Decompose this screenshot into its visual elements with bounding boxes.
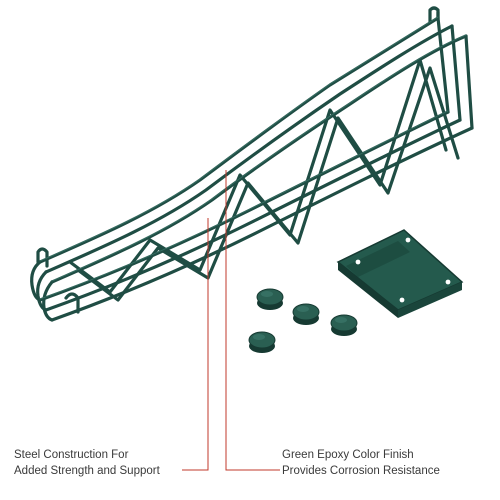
- callout-right-line1: Green Epoxy Color Finish: [282, 449, 414, 461]
- bracket-front-tab: [64, 292, 80, 314]
- bracket-top-rail-2: [44, 24, 454, 274]
- callout-right-line2: Provides Corrosion Resistance: [282, 465, 440, 477]
- bracket-bottom-rail-2: [44, 118, 462, 312]
- wire-bracket: [30, 6, 474, 322]
- end-cap-4: [330, 314, 358, 336]
- mounting-plate: [336, 229, 464, 318]
- bracket-back-loop: [428, 6, 440, 24]
- end-cap-1: [256, 288, 284, 310]
- callout-epoxy-finish: Green Epoxy Color Finish Provides Corros…: [282, 447, 440, 479]
- callout-left-line2: Added Strength and Support: [14, 465, 160, 477]
- end-cap-2: [292, 303, 320, 325]
- bracket-bottom-rail-3: [50, 126, 474, 322]
- leader-line-left: [182, 218, 209, 471]
- bracket-front-hook: [36, 247, 49, 268]
- end-caps: [248, 288, 358, 353]
- callout-left-line1: Steel Construction For: [14, 449, 129, 461]
- callout-steel-construction: Steel Construction For Added Strength an…: [14, 447, 160, 479]
- bracket-back-post-2: [450, 24, 462, 122]
- bracket-top-rail-1: [38, 16, 440, 264]
- leader-lines: [182, 170, 280, 471]
- bracket-back-post-3: [464, 34, 474, 130]
- leader-line-right: [225, 170, 280, 471]
- wire-highlights: [39, 16, 467, 300]
- bracket-bottom-rail-1: [38, 110, 450, 302]
- bracket-top-rail-3: [50, 34, 468, 284]
- end-cap-3: [248, 331, 276, 353]
- bracket-front-loop-3: [42, 280, 54, 322]
